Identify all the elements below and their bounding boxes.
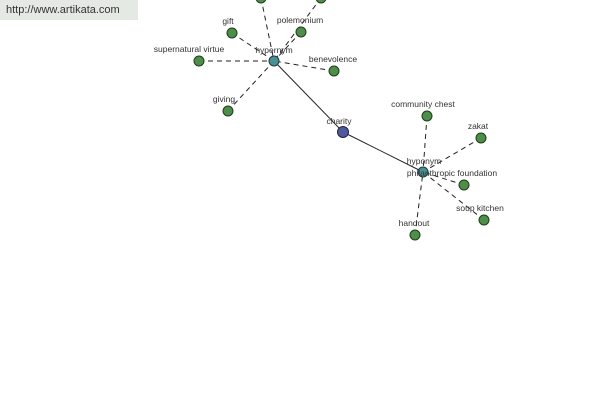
- label-zakat[interactable]: zakat: [468, 121, 489, 131]
- label-gift[interactable]: gift: [222, 16, 234, 26]
- node-philanthropic-foundation[interactable]: [458, 179, 470, 191]
- node-offscreen-1[interactable]: [255, 0, 267, 4]
- site-banner: http://www.artikata.com: [0, 0, 138, 20]
- edge-hyponym-charity: [342, 131, 424, 173]
- node-giving[interactable]: [222, 105, 234, 117]
- label-benevolence[interactable]: benevolence: [309, 54, 357, 64]
- label-philanthropic-foundation[interactable]: philanthropic foundation: [407, 168, 498, 178]
- graph-nodes: [193, 0, 490, 241]
- edge-community-chest-hyponym: [422, 115, 428, 173]
- label-supernatural-virtue[interactable]: supernatural virtue: [154, 44, 225, 54]
- label-handout[interactable]: handout: [399, 218, 430, 228]
- edge-benevolence-hypernym: [273, 60, 335, 72]
- edge-giving-hypernym: [227, 60, 275, 112]
- edge-offscreen-1-hypernym: [260, 0, 275, 62]
- edge-soup-kitchen-hyponym: [422, 171, 485, 221]
- label-hyponym[interactable]: hyponym: [407, 156, 442, 166]
- node-handout[interactable]: [409, 229, 421, 241]
- node-soup-kitchen[interactable]: [478, 214, 490, 226]
- node-zakat[interactable]: [475, 132, 487, 144]
- edge-hypernym-charity: [273, 60, 344, 133]
- node-benevolence[interactable]: [328, 65, 340, 77]
- edge-zakat-hyponym: [422, 137, 482, 173]
- label-giving[interactable]: giving: [213, 94, 235, 104]
- node-community-chest[interactable]: [421, 110, 433, 122]
- edge-handout-hyponym: [414, 171, 424, 236]
- node-polemonium[interactable]: [295, 26, 307, 38]
- node-hyponym[interactable]: [417, 166, 429, 178]
- label-soup-kitchen[interactable]: soup kitchen: [456, 203, 504, 213]
- edge-polemonium-hypernym: [273, 31, 302, 62]
- node-offscreen-2[interactable]: [315, 0, 327, 4]
- node-supernatural-virtue[interactable]: [193, 55, 205, 67]
- site-url-link[interactable]: http://www.artikata.com: [6, 4, 120, 16]
- node-hypernym[interactable]: [268, 55, 280, 67]
- node-gift[interactable]: [226, 27, 238, 39]
- label-community-chest[interactable]: community chest: [391, 99, 455, 109]
- edge-philanthropic-foundation-hyponym: [422, 171, 465, 186]
- label-polemonium[interactable]: polemonium: [277, 15, 323, 25]
- graph-labels: gift polemonium supernatural virtue benevol…: [154, 15, 504, 228]
- node-charity[interactable]: [337, 126, 349, 138]
- label-charity[interactable]: charity: [326, 116, 352, 126]
- graph-edges: [199, 0, 485, 236]
- label-hypernym[interactable]: hypernym: [255, 45, 292, 55]
